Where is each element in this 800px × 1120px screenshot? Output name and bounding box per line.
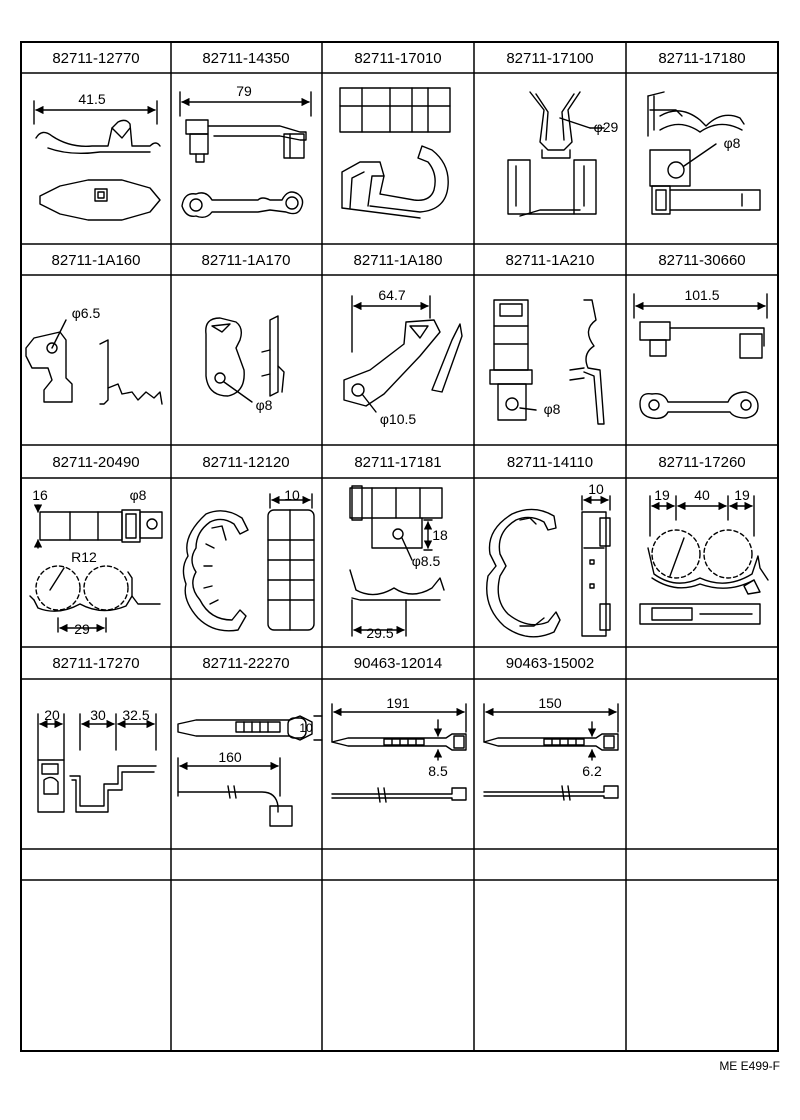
clip-drawing-82711-1A170 — [205, 315, 285, 403]
tie-drawing-90463-12014 — [331, 703, 467, 803]
dimension-label: 8.5 — [428, 763, 448, 779]
part-number: 82711-20490 — [52, 454, 139, 471]
dimension-label: 16 — [32, 487, 48, 503]
dimension-label: 40 — [694, 487, 710, 503]
part-number: 82711-30660 — [658, 252, 745, 269]
dimension-label: 79 — [236, 83, 252, 99]
dimension-label: 19 — [734, 487, 750, 503]
drawing-code: ME E499-F — [719, 1059, 780, 1073]
part-number: 82711-17100 — [506, 50, 593, 67]
dimension-label: φ8 — [256, 397, 273, 413]
clip-drawing-82711-22270 — [177, 715, 323, 827]
dimension-label: R12 — [71, 549, 97, 565]
dimension-label: 29 — [74, 621, 90, 637]
clip-drawing-82711-1A210 — [489, 299, 605, 425]
dimension-label: 64.7 — [378, 287, 405, 303]
dimension-label: φ10.5 — [380, 411, 417, 427]
part-number: 82711-17010 — [354, 50, 441, 67]
dimension-label: 10 — [299, 721, 313, 735]
clip-drawing-82711-30660 — [633, 293, 768, 420]
part-number: 82711-14350 — [202, 50, 289, 67]
table-grid — [20, 41, 779, 1052]
dimension-label: 10 — [284, 487, 300, 503]
clip-drawing-82711-14350 — [179, 91, 312, 219]
clip-drawing-82711-17180 — [647, 91, 761, 215]
part-number: 82711-22270 — [202, 655, 289, 672]
part-number: 82711-17180 — [658, 50, 745, 67]
dimension-label: φ8 — [724, 135, 741, 151]
dimension-label: 160 — [218, 749, 242, 765]
dimension-label: 10 — [588, 481, 604, 497]
dimension-label: 191 — [386, 695, 410, 711]
tie-drawing-90463-15002 — [483, 703, 619, 801]
clip-drawing-82711-17181 — [349, 485, 445, 637]
clip-drawing-82711-17100 — [507, 91, 605, 217]
part-number: 82711-1A210 — [506, 252, 595, 269]
dimension-label: 6.2 — [582, 763, 602, 779]
part-number: 90463-12014 — [354, 655, 442, 672]
part-number-headers: 82711-12770 82711-14350 82711-17010 8271… — [52, 50, 746, 672]
clip-drawing-82711-12120 — [182, 493, 315, 632]
part-number: 82711-1A180 — [354, 252, 443, 269]
clip-drawing-82711-1A160 — [25, 319, 163, 405]
dimension-label: 19 — [654, 487, 670, 503]
clip-drawing-82711-17010 — [339, 87, 451, 219]
dimension-label: φ8 — [130, 487, 147, 503]
clip-drawing-82711-1A180 — [343, 295, 463, 413]
dimension-label: φ8 — [544, 401, 561, 417]
dimension-label: 18 — [432, 527, 448, 543]
clip-drawing-82711-17270 — [37, 713, 157, 813]
dimension-label: 20 — [44, 707, 60, 723]
clip-drawing-82711-14110 — [486, 495, 611, 638]
dimension-label: φ6.5 — [72, 305, 101, 321]
dimension-label: 32.5 — [122, 707, 149, 723]
dimension-label: 150 — [538, 695, 562, 711]
part-number: 82711-1A160 — [52, 252, 141, 269]
dimension-label: 29.5 — [366, 625, 393, 641]
clip-drawing-82711-12770 — [33, 100, 161, 221]
dimension-label: φ29 — [594, 119, 619, 135]
part-number: 82711-12770 — [52, 50, 139, 67]
clip-drawing-82711-20490 — [29, 504, 163, 633]
clip-drawing-82711-17260 — [639, 495, 769, 625]
part-number: 82711-17270 — [52, 655, 139, 672]
dimension-label: 101.5 — [684, 287, 719, 303]
dimension-label: 30 — [90, 707, 106, 723]
dimension-label: 41.5 — [78, 91, 105, 107]
part-number: 82711-1A170 — [202, 252, 291, 269]
part-number: 82711-12120 — [202, 454, 289, 471]
dimension-label: φ8.5 — [412, 553, 441, 569]
part-number: 82711-17181 — [354, 454, 441, 471]
part-number: 82711-17260 — [658, 454, 745, 471]
part-number: 90463-15002 — [506, 655, 594, 672]
part-number: 82711-14110 — [507, 454, 593, 471]
